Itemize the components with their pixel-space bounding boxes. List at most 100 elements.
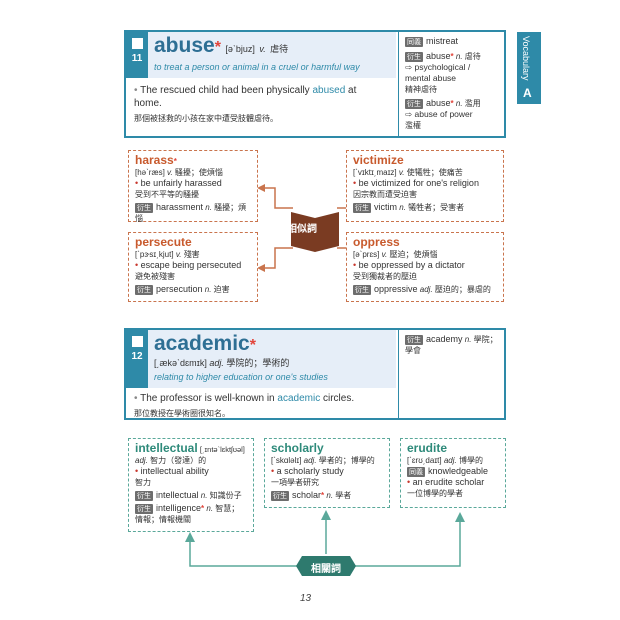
- part-of-speech: v.: [259, 44, 266, 54]
- headword-line: abuse* [əˋbjuz] v. 虐待: [154, 34, 288, 58]
- star-icon: *: [214, 39, 221, 56]
- definition: relating to higher education or one's st…: [154, 372, 328, 382]
- derivative-word: academy: [426, 334, 463, 344]
- similar-word-harass: harass* [həˋræs] v. 騷擾；使煩惱 • be unfairly…: [128, 150, 258, 223]
- derivative-zh: 智慧；情報；情報機關: [135, 504, 240, 524]
- synonym-tag: 同義: [407, 466, 425, 477]
- chinese-meaning: 智力（發達）的: [150, 456, 207, 465]
- chinese-meaning: 博學的: [459, 456, 483, 465]
- example-translation: 一項學者研究: [271, 478, 319, 487]
- part-of-speech: v.: [167, 168, 173, 177]
- derivative-word: oppressive: [374, 284, 418, 294]
- headword: erudite: [407, 441, 448, 455]
- definition: to treat a person or animal in a cruel o…: [154, 62, 360, 72]
- phonetic: [ˋskɑləlɪ]: [271, 456, 302, 465]
- part-of-speech: v.: [398, 168, 405, 177]
- entry-number-tab: 12: [126, 330, 148, 388]
- derivative-word: abuse: [426, 98, 451, 108]
- derivative-pos: n.: [205, 203, 212, 212]
- derivative-pos: n.: [464, 335, 472, 344]
- entry-number-tab: 11: [126, 32, 148, 78]
- similar-words-label: 相似詞: [287, 224, 317, 235]
- part-of-speech: adj.: [209, 358, 224, 368]
- headword: victimize: [353, 153, 404, 167]
- derivative-word: victim: [374, 202, 397, 212]
- derivative-pos: n.: [326, 491, 334, 500]
- star-icon: *: [450, 52, 454, 61]
- derivative-word: scholar: [292, 490, 322, 500]
- derivative-tag: 衍生: [135, 284, 153, 295]
- derivative-pos: n.: [455, 99, 463, 108]
- derivative-word: abuse: [426, 51, 451, 61]
- chinese-meaning: 殘害: [183, 250, 200, 259]
- synonym-tag: 同義: [405, 36, 423, 47]
- derivative-pos: n.: [455, 52, 463, 61]
- example-phrase: a scholarly study: [276, 466, 344, 476]
- headword: intellectual: [135, 441, 198, 455]
- example-phrase: be victimized for one's religion: [358, 178, 479, 188]
- arrow-up-icon: [185, 532, 195, 542]
- part-of-speech: adj.: [443, 456, 457, 465]
- example-phrase: be unfairly harassed: [140, 178, 222, 188]
- derivative-word: intelligence: [156, 503, 202, 513]
- part-of-speech: v.: [175, 250, 182, 259]
- derivative-phrase-zh: 精神虐待: [405, 85, 437, 94]
- derivative-pos: n.: [200, 491, 208, 500]
- example-phrase: escape being persecuted: [140, 260, 242, 270]
- bullet-icon: •: [353, 178, 357, 188]
- derivative-word: intellectual: [156, 490, 199, 500]
- bullet-icon: •: [135, 260, 139, 270]
- related-word-intellectual: intellectual [͵ɪntəˋlɛktʃʊəl] adj. 智力（發達…: [128, 438, 254, 532]
- headword: harass: [135, 153, 174, 167]
- derivative-tag: 衍生: [405, 334, 423, 345]
- part-of-speech: adj.: [135, 456, 148, 465]
- book-icon: [291, 212, 339, 252]
- checkbox-icon: [131, 336, 143, 347]
- phonetic: [ˋvɪktɪ͵maɪz]: [353, 168, 397, 177]
- derivative-tag: 衍生: [405, 98, 423, 109]
- bullet-icon: •: [353, 260, 357, 270]
- derivative-pos: n.: [206, 504, 214, 513]
- star-icon: *: [173, 157, 177, 166]
- connector-line: [263, 187, 293, 209]
- entry-card-abuse: 11 abuse* [əˋbjuz] v. 虐待 to treat a pers…: [124, 30, 506, 138]
- chinese-meaning: 學院的；學術的: [226, 359, 290, 369]
- arrow-left-icon: [257, 184, 265, 192]
- derivative-tag: 衍生: [135, 490, 153, 501]
- derivative-pos: n.: [399, 203, 406, 212]
- related-word-scholarly: scholarly [ˋskɑləlɪ] adj. 學者的；博學的 • a sc…: [264, 438, 390, 508]
- phonetic: [͵ɪntəˋlɛktʃʊəl]: [199, 445, 245, 454]
- headword: scholarly: [271, 441, 324, 455]
- headword-details: [͵ækəˋdɛmɪk] adj. 學院的；學術的: [154, 356, 289, 369]
- similar-word-persecute: persecute [ˋpɝsɪ͵kjut] v. 殘害 • escape be…: [128, 232, 258, 302]
- derivative-zh: 壓迫的；暴虐的: [434, 285, 491, 294]
- entry-header: [126, 32, 396, 78]
- vocabulary-tab-letter: A: [523, 86, 532, 100]
- star-icon: *: [321, 491, 325, 500]
- phonetic: [ˋɛrʊ͵daɪt]: [407, 456, 442, 465]
- chinese-meaning: 壓迫；使煩惱: [389, 250, 438, 259]
- example-phrase: an erudite scholar: [412, 477, 485, 487]
- entry-number: 12: [131, 351, 143, 362]
- connector-line: [352, 520, 461, 567]
- entry-number: 11: [131, 53, 143, 64]
- phonetic: [͵ækəˋdɛmɪk]: [154, 358, 207, 368]
- derivative-phrase: ⇨ abuse of power: [405, 109, 473, 119]
- example-translation: 因宗教而遭受迫害: [353, 190, 417, 199]
- derivative-word: harassment: [156, 202, 204, 212]
- arrow-up-icon: [455, 512, 465, 522]
- star-icon: *: [201, 504, 205, 513]
- chinese-meaning: 學者的；博學的: [318, 456, 375, 465]
- arrow-left-icon: [257, 264, 265, 272]
- example-block: • The professor is well-known in academi…: [134, 392, 396, 420]
- derivative-zh: 迫害: [213, 285, 230, 294]
- example-block: • The rescued child had been physically …: [134, 84, 384, 125]
- synonym-word: knowledgeable: [428, 466, 489, 476]
- derivative-zh: 學院；學會: [405, 335, 498, 355]
- entry-header: [126, 330, 396, 388]
- chinese-meaning: 騷擾；使煩惱: [174, 168, 223, 177]
- similar-word-oppress: oppress [əˋprɛs] v. 壓迫；使煩惱 • be oppresse…: [346, 232, 504, 302]
